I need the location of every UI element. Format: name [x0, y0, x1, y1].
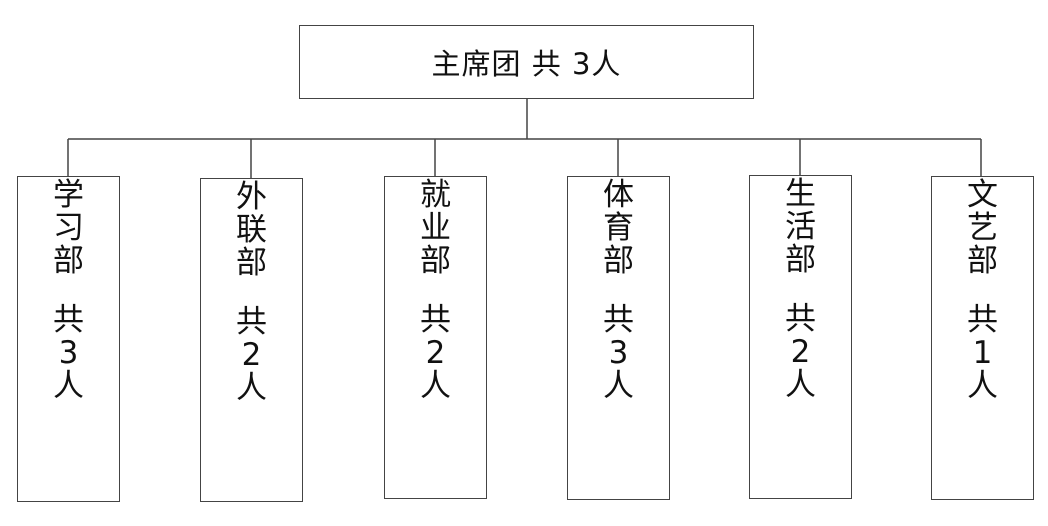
dept-node-text: 文艺部 共1人: [932, 179, 1033, 403]
dept-node-text: 外联部 共2人: [201, 181, 302, 405]
dept-node-employment: 就业部 共2人: [384, 176, 487, 499]
dept-name: 就业部: [420, 177, 451, 279]
root-node-label: 主席团 共 3人: [431, 47, 622, 81]
dept-member-count: 共3人: [53, 302, 84, 404]
dept-node-life: 生活部 共2人: [749, 175, 852, 499]
root-node-presidium: 主席团 共 3人: [299, 25, 754, 99]
dept-node-text: 学习部 共3人: [18, 179, 119, 403]
dept-name: 体育部: [603, 177, 634, 279]
dept-node-outreach: 外联部 共2人: [200, 178, 303, 502]
dept-member-count: 共2人: [236, 304, 267, 406]
dept-node-text: 就业部 共2人: [385, 179, 486, 403]
dept-node-study: 学习部 共3人: [17, 176, 120, 502]
dept-node-sports: 体育部 共3人: [567, 176, 670, 500]
dept-name: 外联部: [236, 179, 267, 281]
dept-node-text: 体育部 共3人: [568, 179, 669, 403]
dept-member-count: 共2人: [785, 301, 816, 403]
dept-name: 学习部: [53, 177, 84, 279]
dept-name: 生活部: [785, 176, 816, 278]
dept-member-count: 共2人: [420, 302, 451, 404]
dept-name: 文艺部: [967, 177, 998, 279]
dept-node-text: 生活部 共2人: [750, 178, 851, 402]
dept-member-count: 共3人: [603, 302, 634, 404]
dept-member-count: 共1人: [967, 302, 998, 404]
dept-node-arts: 文艺部 共1人: [931, 176, 1034, 500]
